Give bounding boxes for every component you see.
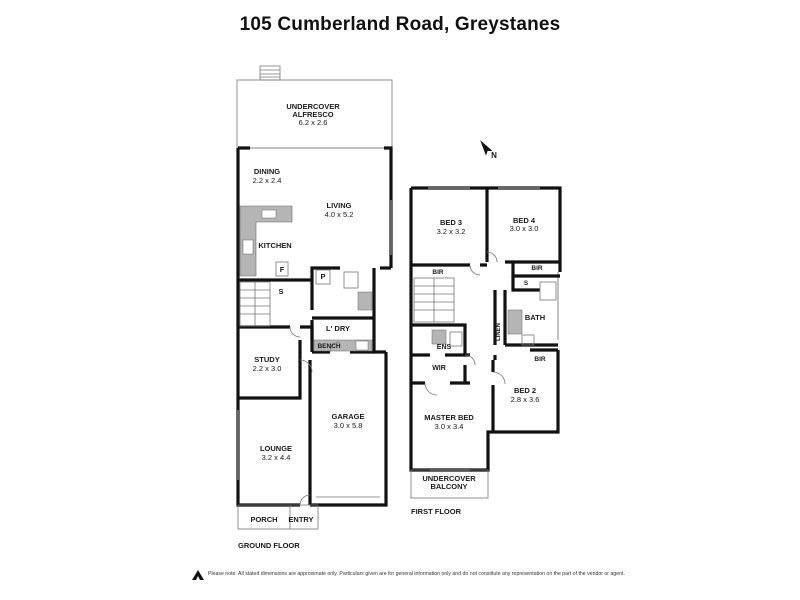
alfresco-label-line1: UNDERCOVER (286, 102, 340, 111)
laundry-bench (313, 339, 373, 352)
bir-bed3-label: BIR (432, 269, 444, 276)
plan-title: 105 Cumberland Road, Greystanes (239, 14, 561, 35)
entry-door-swing (299, 494, 311, 506)
wc-basin-icon (357, 291, 373, 311)
bath-vanity-icon (507, 309, 523, 335)
ground-stairs (239, 281, 271, 327)
compass-label: N (491, 151, 497, 160)
lounge-size: 3.2 x 4.4 (262, 453, 291, 462)
bed2-size: 2.8 x 3.6 (511, 395, 540, 404)
bath-toilet-icon (521, 334, 535, 346)
first-stairs (413, 277, 455, 323)
wir-label: WIR (432, 365, 446, 372)
agency-logo-icon (192, 570, 204, 580)
pantry-label: P (320, 272, 325, 281)
ensuite-label: ENS (437, 344, 452, 351)
laundry-north-wall (310, 266, 340, 300)
kitchen-label: KITCHEN (258, 241, 291, 250)
study-size: 2.2 x 3.0 (253, 364, 282, 373)
balcony-label-line2: BALCONY (430, 482, 467, 491)
toilet-icon (343, 271, 359, 289)
first-wall-outer (409, 188, 560, 472)
disclaimer-text: Please note: All stated dimensions are a… (208, 571, 625, 577)
cooktop-icon (242, 239, 254, 255)
shower-icon (539, 281, 557, 301)
ensuite-vanity-icon (431, 329, 447, 345)
storage-wall (511, 276, 540, 292)
bir-bed2-label: BIR (534, 356, 546, 363)
study-label: STUDY (254, 355, 279, 364)
ground-wall-south (310, 352, 388, 507)
study-south-wall (238, 340, 302, 400)
balcony-area (410, 469, 489, 499)
fridge-space (275, 261, 289, 277)
living-label: LIVING (326, 201, 351, 210)
garage-size: 3.0 x 5.8 (334, 421, 363, 430)
master-bed-label: MASTER BED (424, 413, 474, 422)
bed4-size: 3.0 x 3.0 (510, 224, 539, 233)
bed3-label: BED 3 (440, 218, 462, 227)
kitchen-sink-icon (261, 209, 277, 219)
first-floor-label: FIRST FLOOR (411, 507, 462, 516)
alfresco-steps (259, 65, 281, 81)
storage-ground-label: S (278, 287, 283, 296)
ensuite-shower-icon (449, 331, 463, 347)
porch-label: PORCH (250, 515, 277, 524)
fridge-label: F (280, 265, 285, 274)
first-floor-plan (409, 186, 562, 499)
dining-size: 2.2 x 2.4 (253, 176, 282, 185)
garage-label: GARAGE (332, 412, 365, 421)
linen-label: LINEN (496, 323, 502, 341)
laundry-tub-icon (355, 340, 369, 351)
bath-label: BATH (525, 313, 545, 322)
living-size: 4.0 x 5.2 (325, 210, 354, 219)
entry-label: ENTRY (288, 515, 313, 524)
ground-floor-label: GROUND FLOOR (238, 541, 300, 550)
compass-north-icon (480, 140, 493, 156)
bed3-size: 3.2 x 3.2 (437, 227, 466, 236)
balcony-label-line1: UNDERCOVER (422, 474, 476, 483)
ground-floor-plan (236, 65, 393, 530)
bed4-label: BED 4 (513, 216, 536, 225)
bed2-label: BED 2 (514, 386, 536, 395)
laundry-label: L' DRY (326, 324, 350, 333)
bir-bed4-label: BIR (531, 265, 543, 272)
dining-label: DINING (254, 167, 280, 176)
pantry-cupboard (315, 269, 331, 285)
kitchen-bench (239, 205, 293, 277)
bench-label: BENCH (317, 343, 340, 350)
storage-first-label: S (524, 280, 529, 287)
lounge-label: LOUNGE (260, 444, 292, 453)
laundry-east-wall (372, 268, 386, 354)
porch-area (237, 504, 319, 530)
master-bed-size: 3.0 x 3.4 (435, 422, 464, 431)
alfresco-label-line2: ALFRESCO (292, 110, 333, 119)
alfresco-size: 6.2 x 2.6 (299, 118, 328, 127)
